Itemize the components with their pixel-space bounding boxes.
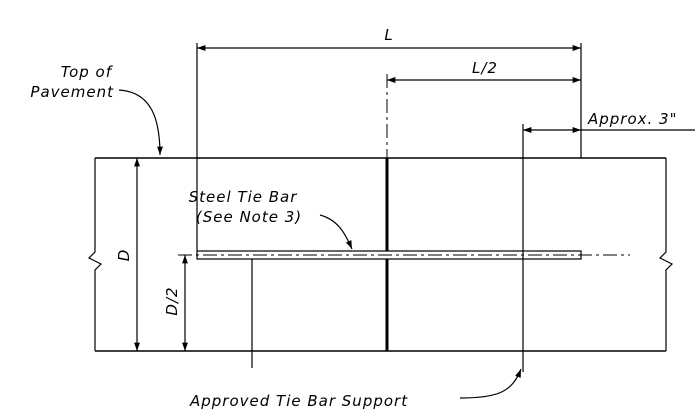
- top-of-pavement-label-line2: Pavement: [30, 83, 114, 101]
- half-length-label: L/2: [472, 59, 498, 77]
- steel-tie-bar-leader: [319, 214, 353, 250]
- half-depth-label: D/2: [163, 286, 181, 315]
- top-of-pavement-label-line1: Top of: [61, 63, 114, 81]
- steel-tie-bar-label-line1: Steel Tie Bar: [189, 188, 298, 206]
- approx-label: Approx. 3": [587, 110, 678, 128]
- support-label: Approved Tie Bar Support: [189, 392, 408, 410]
- top-of-pavement-leader: [118, 89, 163, 156]
- right-break-line: [658, 158, 674, 351]
- length-label: L: [384, 26, 393, 44]
- depth-label: D: [115, 249, 133, 262]
- steel-tie-bar-label-line2: (See Note 3): [196, 208, 302, 226]
- left-break-line: [87, 158, 103, 351]
- support-leader: [459, 368, 522, 399]
